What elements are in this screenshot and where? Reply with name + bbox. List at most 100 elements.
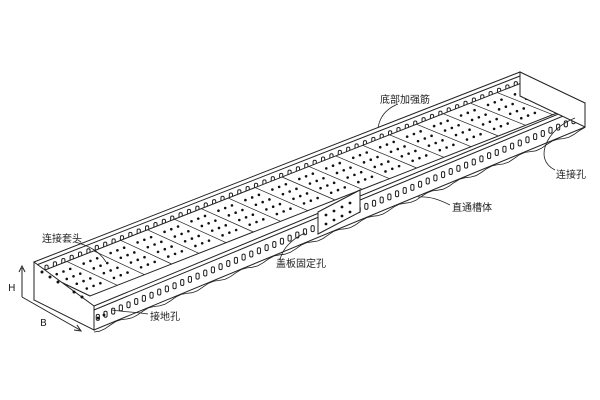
floor-perforation xyxy=(244,216,248,219)
front-wall-slot xyxy=(172,282,177,290)
floor-perforation xyxy=(434,141,438,145)
floor-perforation xyxy=(459,114,463,117)
floor-perforation xyxy=(143,255,146,259)
floor-perforation xyxy=(244,198,247,202)
floor-perforation xyxy=(479,132,482,136)
front-wall-slot xyxy=(525,136,530,144)
floor-perforation xyxy=(223,206,227,210)
floor-perforation xyxy=(139,265,143,269)
front-wall-slot xyxy=(279,237,285,245)
floor-perforation xyxy=(329,191,333,195)
front-wall-slot xyxy=(440,171,446,179)
floor-perforation xyxy=(173,252,177,256)
splice-plate-hole xyxy=(340,214,344,218)
floor-perforation xyxy=(160,240,163,244)
floor-perforation xyxy=(257,193,261,197)
floor-perforation xyxy=(119,273,123,277)
end-plate-hole xyxy=(56,280,60,284)
floor-perforation xyxy=(405,135,409,138)
floor-perforation xyxy=(504,105,508,108)
floor-perforation xyxy=(292,197,295,201)
floor-perforation xyxy=(163,247,167,251)
floor-perforation xyxy=(342,169,346,172)
floor-perforation xyxy=(284,182,288,186)
floor-perforation xyxy=(362,161,366,164)
floor-perforation xyxy=(116,266,119,270)
floor-perforation xyxy=(443,129,447,132)
front-wall-slot xyxy=(502,145,507,153)
floor-perforation xyxy=(373,165,377,169)
floor-perforation xyxy=(89,259,92,263)
right-end-outline xyxy=(519,71,586,128)
floor-perforation xyxy=(419,130,422,133)
floor-perforation xyxy=(146,263,150,266)
floor-perforation xyxy=(112,276,116,280)
floor-perforation xyxy=(308,182,312,185)
floor-perforation xyxy=(122,246,126,250)
floor-perforation xyxy=(508,112,512,116)
floor-perforation xyxy=(203,214,207,218)
front-wall-slot xyxy=(118,304,123,312)
floor-perforation xyxy=(298,194,302,198)
front-wall-slot xyxy=(448,168,453,176)
floor-rib xyxy=(66,261,118,286)
floor-perforation xyxy=(335,171,339,175)
floor-perforation xyxy=(365,151,369,154)
floor-perforation xyxy=(196,217,200,220)
floor-perforation xyxy=(82,262,85,265)
floor-rib xyxy=(147,229,200,254)
floor-perforation xyxy=(465,138,469,141)
floor-perforation xyxy=(230,204,234,207)
floor-perforation xyxy=(163,230,166,234)
front-wall-slot xyxy=(387,193,392,201)
floor-perforation xyxy=(305,192,309,195)
floor-perforation xyxy=(75,282,79,286)
floor-rib xyxy=(443,113,499,137)
floor-perforation xyxy=(271,188,274,191)
floor-perforation xyxy=(126,253,129,257)
floor-perforation xyxy=(343,186,347,189)
floor-rib xyxy=(254,187,308,211)
height-axis-arrow xyxy=(18,264,26,273)
floor-perforation xyxy=(511,102,514,106)
floor-perforation xyxy=(316,196,319,200)
floor-perforation xyxy=(477,116,481,119)
splice-plate-hole xyxy=(348,210,352,214)
floor-perforation xyxy=(515,109,519,113)
floor-perforation xyxy=(170,227,173,231)
floor-perforation xyxy=(457,123,460,127)
floor-perforation xyxy=(92,284,95,288)
floor-perforation xyxy=(418,156,421,160)
floor-perforation xyxy=(116,249,119,252)
floor-perforation xyxy=(304,175,308,178)
floor-perforation xyxy=(228,231,231,234)
floor-perforation xyxy=(282,210,285,213)
floor-perforation xyxy=(432,124,436,128)
floor-perforation xyxy=(461,131,465,134)
axis-label-width: B xyxy=(40,318,47,329)
floor-rib xyxy=(93,250,145,275)
floor-perforation xyxy=(322,176,325,180)
floor-perforation xyxy=(407,152,410,155)
floor-perforation xyxy=(190,219,193,223)
floor-perforation xyxy=(190,237,194,240)
floor-perforation xyxy=(513,93,517,96)
splice-plate-hole xyxy=(348,201,352,205)
floor-perforation xyxy=(396,147,400,151)
floor-perforation xyxy=(194,244,197,248)
floor-perforation xyxy=(248,223,252,226)
floor-perforation xyxy=(251,213,255,216)
floor-perforation xyxy=(466,111,470,115)
floor-perforation xyxy=(468,128,471,132)
floor-perforation xyxy=(358,153,362,157)
floor-perforation xyxy=(384,170,387,173)
floor-rib xyxy=(174,218,227,243)
floor-perforation xyxy=(72,275,75,278)
floor-perforation xyxy=(486,103,490,107)
bottom-reinforcing-edge xyxy=(93,127,586,333)
floor-perforation xyxy=(414,149,417,153)
floor-perforation xyxy=(200,224,204,228)
front-wall-slot xyxy=(210,266,216,274)
front-wall-slot xyxy=(157,288,162,296)
